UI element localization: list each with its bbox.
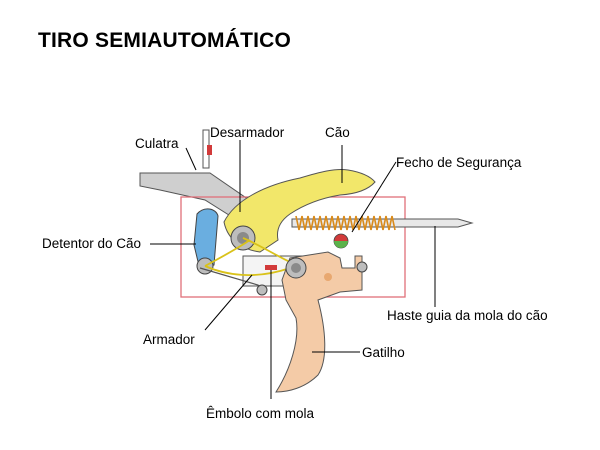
label-gatilho: Gatilho (362, 345, 405, 360)
label-desarmador: Desarmador (210, 125, 285, 140)
hammer-spring (295, 215, 396, 231)
label-haste: Haste guia da mola do cão (387, 308, 548, 323)
label-fecho: Fecho de Segurança (396, 155, 522, 170)
hammer-catch-part (193, 208, 219, 275)
label-embolo: Êmbolo com mola (206, 406, 315, 421)
label-detentor: Detentor do Cão (42, 236, 141, 251)
safety-part (333, 233, 349, 249)
page-title: TIRO SEMIAUTOMÁTICO (38, 29, 292, 52)
trigger-part (275, 251, 368, 393)
label-culatra: Culatra (135, 136, 179, 151)
wire-springs (204, 237, 291, 276)
label-armador: Armador (143, 332, 195, 347)
label-cao: Cão (325, 125, 350, 140)
leader-lines (150, 140, 436, 399)
